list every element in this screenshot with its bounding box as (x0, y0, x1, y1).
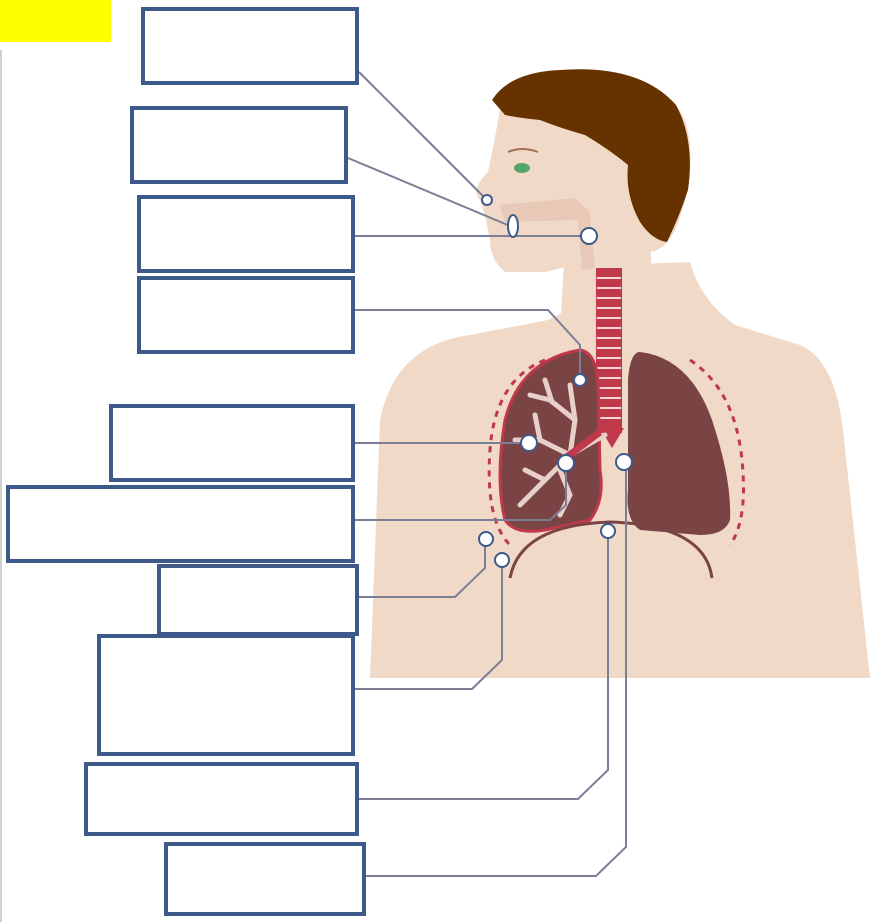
label-box-2[interactable] (130, 106, 348, 184)
pointer-mouth (508, 215, 518, 237)
pointer-pleura-inner (495, 553, 509, 567)
label-box-6[interactable] (6, 485, 355, 563)
pointer-bronchus (558, 455, 574, 471)
label-box-10[interactable] (164, 842, 366, 916)
label-box-8[interactable] (97, 634, 355, 756)
label-box-9[interactable] (84, 762, 359, 836)
pointer-pharynx (581, 228, 597, 244)
eye (514, 163, 530, 173)
label-box-4[interactable] (137, 276, 355, 354)
pointer-diaphragm (601, 524, 615, 538)
pointer-bronchiole (521, 435, 537, 451)
trachea-rings (597, 278, 621, 418)
label-box-7[interactable] (157, 564, 359, 636)
pointer-nose (482, 195, 492, 205)
pointer-trachea (574, 374, 586, 386)
label-box-5[interactable] (109, 404, 355, 482)
label-box-3[interactable] (137, 195, 355, 273)
pointer-pleura-outer (479, 532, 493, 546)
pointer-lung (616, 454, 632, 470)
label-box-1[interactable] (141, 7, 359, 85)
